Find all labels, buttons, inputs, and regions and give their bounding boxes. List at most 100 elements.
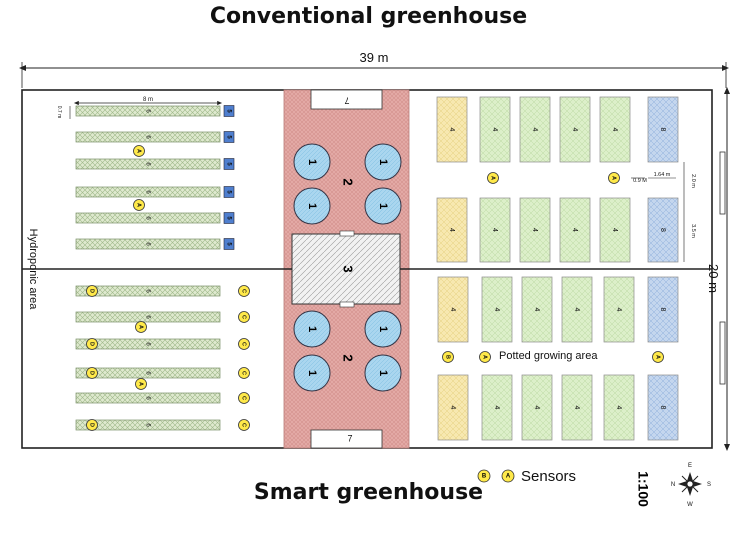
bed-number: 6 bbox=[144, 216, 150, 220]
sensor-label: A bbox=[138, 382, 144, 386]
sensor-a bbox=[133, 199, 145, 211]
pot-green bbox=[519, 197, 551, 263]
pot-green-number: 4 bbox=[531, 228, 538, 232]
sensor-label: D bbox=[89, 423, 95, 427]
bed-length-label: 8 m bbox=[143, 97, 153, 103]
pot-green bbox=[559, 96, 591, 163]
hydroponic-bed bbox=[75, 131, 221, 143]
pot-green-number: 4 bbox=[533, 308, 540, 312]
water-tank bbox=[364, 187, 402, 225]
pot-width-label: 1.64 m bbox=[654, 172, 671, 178]
pot-yellow bbox=[436, 96, 468, 163]
hydroponic-area-label: Hydroponic area bbox=[27, 229, 39, 311]
legend-sensor-b bbox=[477, 469, 491, 483]
bed-number: 6 bbox=[144, 190, 150, 194]
sensor-b bbox=[442, 351, 454, 363]
pot-yellow bbox=[437, 276, 469, 343]
sensor-label: C bbox=[241, 423, 247, 427]
pot-green-number: 4 bbox=[611, 128, 618, 132]
water-tank bbox=[364, 143, 402, 181]
sensor-label: D bbox=[89, 342, 95, 346]
hydro-box-number: 5 bbox=[225, 190, 231, 194]
pot-green bbox=[603, 276, 635, 343]
water-tank bbox=[293, 187, 331, 225]
hydroponic-bed bbox=[75, 419, 221, 431]
pot-green bbox=[561, 276, 593, 343]
hydro-box-number: 5 bbox=[225, 242, 231, 246]
sensors-label: Sensors bbox=[521, 468, 576, 485]
pot-green-number: 4 bbox=[493, 308, 500, 312]
hydroponic-bed bbox=[75, 212, 221, 224]
hydroponic-bed bbox=[75, 338, 221, 350]
pot-green-number: 4 bbox=[573, 406, 580, 410]
compass-north: N bbox=[671, 482, 675, 488]
sensor-label: B bbox=[445, 355, 451, 359]
pot-green-number: 4 bbox=[533, 406, 540, 410]
sensor-label: C bbox=[241, 396, 247, 400]
pot-blue bbox=[647, 276, 679, 343]
hydroponic-bed bbox=[75, 367, 221, 379]
sensor-c bbox=[238, 392, 250, 404]
water-tank bbox=[293, 354, 331, 392]
height-label: 20 m bbox=[706, 264, 721, 293]
sensor-label: A bbox=[655, 355, 661, 359]
pot-yellow bbox=[436, 197, 468, 263]
walkway-number: 2 bbox=[341, 178, 356, 185]
pot-length-label: 3.5 m bbox=[690, 224, 696, 238]
sensor-d bbox=[86, 419, 98, 431]
potted-area-label: Potted growing area bbox=[499, 350, 598, 362]
sensor-c bbox=[238, 367, 250, 379]
pot-green-number: 4 bbox=[611, 228, 618, 232]
tanks-top: 1 1 1 1 2 bbox=[293, 143, 402, 225]
tank-number: 1 bbox=[377, 159, 389, 165]
sensor-c bbox=[238, 311, 250, 323]
door-top bbox=[310, 89, 383, 110]
compass-icon: E W S N bbox=[671, 463, 711, 508]
hydro-box-number: 5 bbox=[225, 135, 231, 139]
bed-number: 6 bbox=[144, 423, 150, 427]
pot-blue-number: 8 bbox=[659, 406, 666, 410]
legend-sensor-a bbox=[501, 469, 515, 483]
sensor-legend: B A Sensors bbox=[477, 468, 576, 485]
pot-green-number: 4 bbox=[493, 406, 500, 410]
bed-number: 6 bbox=[144, 315, 150, 319]
hydroponic-bed bbox=[75, 186, 221, 198]
sensor-c bbox=[238, 338, 250, 350]
pot-green bbox=[521, 276, 553, 343]
sensor-a bbox=[652, 351, 664, 363]
sensor-label: C bbox=[241, 289, 247, 293]
sensor-a bbox=[608, 172, 620, 184]
tank-number: 1 bbox=[306, 370, 318, 376]
hydro-box-number: 5 bbox=[225, 162, 231, 166]
sensor-d bbox=[86, 338, 98, 350]
pot-green bbox=[599, 96, 631, 163]
sensor-a bbox=[479, 351, 491, 363]
pot-blue-number: 8 bbox=[659, 308, 666, 312]
pot-green bbox=[599, 197, 631, 263]
tank-number: 1 bbox=[377, 326, 389, 332]
sensor-a bbox=[135, 378, 147, 390]
hydro-box bbox=[223, 238, 235, 250]
pot-green bbox=[479, 197, 511, 263]
pot-yellow-number: 4 bbox=[449, 308, 456, 312]
door-bottom bbox=[310, 429, 383, 449]
bed-number: 6 bbox=[144, 289, 150, 293]
pot-blue-number: 8 bbox=[659, 228, 666, 232]
bed-number: 6 bbox=[144, 371, 150, 375]
window-right-top bbox=[719, 151, 726, 215]
compass-east: E bbox=[688, 463, 692, 469]
sensor-label: D bbox=[89, 371, 95, 375]
sensor-label: C bbox=[241, 342, 247, 346]
title-conventional: Conventional greenhouse bbox=[209, 4, 528, 29]
hydroponic-bed bbox=[75, 285, 221, 297]
hydro-box bbox=[223, 131, 235, 143]
water-tank bbox=[293, 143, 331, 181]
tank-number: 1 bbox=[377, 203, 389, 209]
door-top-number: 7 bbox=[344, 96, 349, 106]
pot-yellow bbox=[437, 374, 469, 441]
water-tank bbox=[364, 310, 402, 348]
